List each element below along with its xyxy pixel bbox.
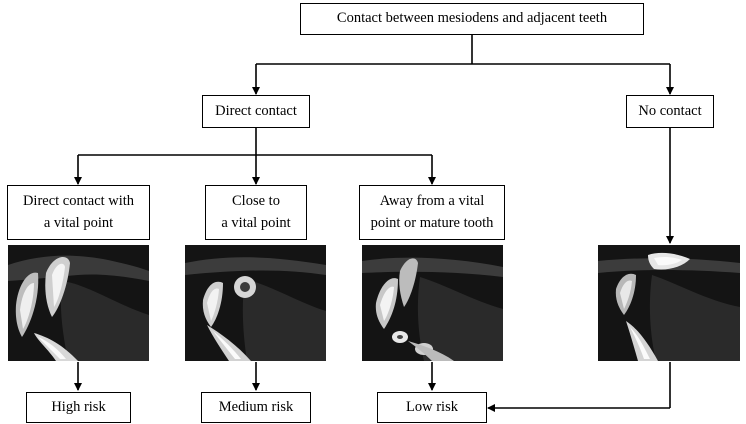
high-risk-label: High risk bbox=[51, 398, 106, 415]
ct-scan-no-contact bbox=[598, 245, 740, 361]
title-box: Contact between mesiodens and adjacent t… bbox=[300, 3, 644, 35]
ct-scan-close-to-vital-point bbox=[185, 245, 326, 361]
no-contact-label: No contact bbox=[638, 102, 702, 119]
away-vital-label: Away from a vital point or mature tooth bbox=[370, 193, 494, 231]
close-vital-box: Close to a vital point bbox=[205, 185, 307, 240]
low-risk-box: Low risk bbox=[377, 392, 487, 423]
no-contact-box: No contact bbox=[626, 95, 714, 128]
close-vital-label: Close to a vital point bbox=[221, 193, 291, 231]
low-risk-label: Low risk bbox=[406, 398, 458, 415]
vital-contact-box: Direct contact with a vital point bbox=[7, 185, 150, 240]
direct-contact-box: Direct contact bbox=[202, 95, 310, 128]
vital-contact-label: Direct contact with a vital point bbox=[22, 193, 135, 231]
high-risk-box: High risk bbox=[26, 392, 131, 423]
medium-risk-box: Medium risk bbox=[201, 392, 311, 423]
away-vital-box: Away from a vital point or mature tooth bbox=[359, 185, 505, 240]
medium-risk-label: Medium risk bbox=[218, 398, 294, 415]
ct-scan-away-from-vital-point bbox=[362, 245, 503, 361]
title-label: Contact between mesiodens and adjacent t… bbox=[336, 10, 608, 27]
ct-scan-direct-contact bbox=[8, 245, 149, 361]
direct-contact-label: Direct contact bbox=[215, 102, 297, 119]
